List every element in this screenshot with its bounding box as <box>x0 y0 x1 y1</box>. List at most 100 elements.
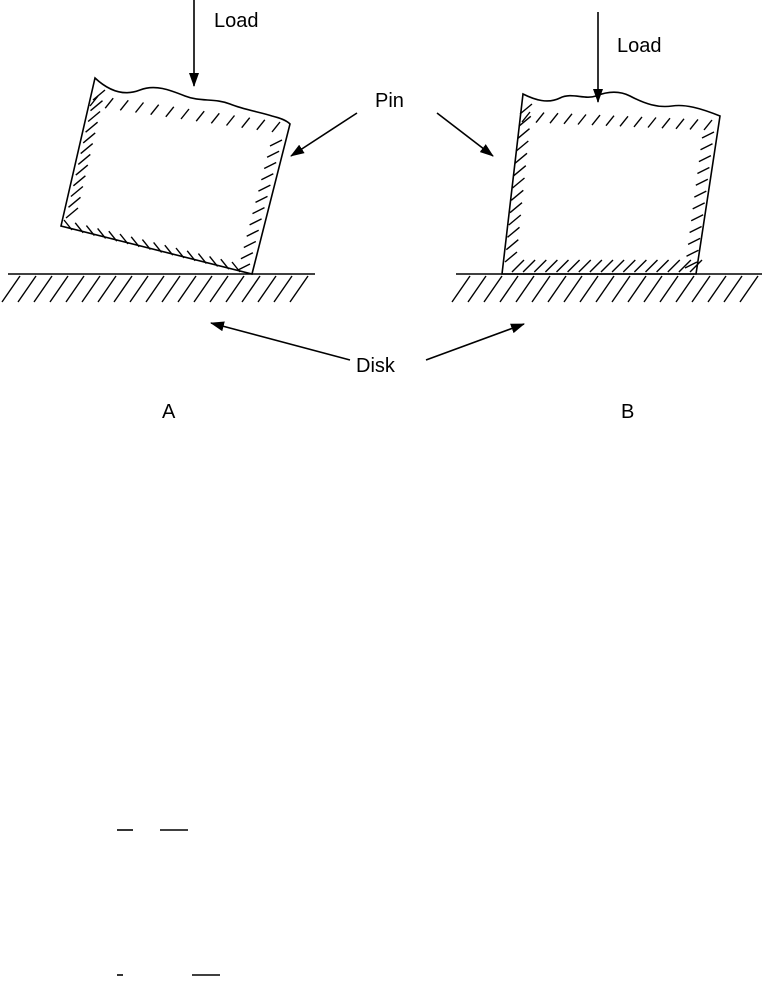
hatch-stroke <box>646 260 658 272</box>
hatch-stroke <box>69 197 81 207</box>
hatch-stroke <box>274 276 292 302</box>
panel-b: Load B <box>452 12 762 423</box>
hatch-stroke <box>151 105 159 115</box>
hatch-stroke <box>580 276 598 302</box>
hatch-stroke <box>76 165 88 175</box>
hatch-stroke <box>668 260 680 272</box>
hatch-stroke <box>500 276 518 302</box>
hatch-stroke <box>484 276 502 302</box>
hatch-stroke <box>290 276 308 302</box>
hatch-stroke <box>690 227 702 233</box>
hatch-stroke <box>253 208 265 214</box>
hatch-stroke <box>114 276 132 302</box>
hatch-stroke <box>256 196 268 202</box>
hatch-stroke <box>644 276 662 302</box>
pin-callout: Pin <box>291 90 493 156</box>
hatch-stroke <box>210 276 228 302</box>
hatch-stroke <box>557 260 569 272</box>
disk-b <box>452 274 762 302</box>
pin-label: Pin <box>375 90 404 112</box>
panel-label-b: B <box>621 401 634 423</box>
hatch-stroke <box>505 252 517 262</box>
hatch-stroke <box>272 122 280 132</box>
hatch-stroke <box>81 144 93 154</box>
hatch-stroke <box>71 187 83 197</box>
hatch-stroke <box>18 276 36 302</box>
hatch-stroke <box>601 260 613 272</box>
hatch-stroke <box>258 185 270 191</box>
disk-b-hatching <box>452 276 758 302</box>
disk-a <box>2 274 315 302</box>
hatch-stroke <box>702 132 714 138</box>
pin-a-hatching <box>64 90 282 272</box>
hatch-stroke <box>257 120 265 130</box>
hatch-stroke <box>696 179 708 185</box>
hatch-stroke <box>136 103 144 113</box>
hatch-stroke <box>676 276 694 302</box>
hatch-stroke <box>536 113 544 123</box>
hatch-stroke <box>514 166 526 176</box>
stray-marks <box>117 830 220 975</box>
disk-a-hatching <box>2 276 308 302</box>
hatch-stroke <box>687 250 699 256</box>
hatch-stroke <box>620 116 628 126</box>
hatch-stroke <box>634 260 646 272</box>
hatch-stroke <box>740 276 758 302</box>
hatch-stroke <box>120 100 128 110</box>
hatch-stroke <box>515 153 527 163</box>
hatch-stroke <box>692 276 710 302</box>
disk-callout: Disk <box>211 323 524 377</box>
hatch-stroke <box>452 276 470 302</box>
hatch-stroke <box>688 238 700 244</box>
hatch-stroke <box>270 140 282 146</box>
hatch-stroke <box>612 260 624 272</box>
hatch-stroke <box>98 276 116 302</box>
pin-b-hatching <box>505 104 714 272</box>
hatch-stroke <box>238 264 250 270</box>
hatch-stroke <box>606 116 614 126</box>
load-label-a: Load <box>214 10 259 32</box>
hatch-stroke <box>211 113 219 123</box>
hatch-stroke <box>468 276 486 302</box>
hatch-stroke <box>508 227 520 237</box>
hatch-stroke <box>267 151 279 157</box>
hatch-stroke <box>264 163 276 169</box>
hatch-stroke <box>512 260 524 272</box>
hatch-stroke <box>701 144 713 150</box>
hatch-stroke <box>66 208 78 218</box>
hatch-stroke <box>166 107 174 117</box>
hatch-stroke <box>579 260 591 272</box>
hatch-stroke <box>2 276 20 302</box>
pin-b <box>502 92 720 274</box>
hatch-stroke <box>511 190 523 200</box>
hatch-stroke <box>146 276 164 302</box>
disk-arrow-a <box>211 323 350 360</box>
hatch-stroke <box>694 191 706 197</box>
hatch-stroke <box>82 276 100 302</box>
hatch-stroke <box>676 119 684 129</box>
hatch-stroke <box>578 115 586 125</box>
hatch-stroke <box>83 133 95 143</box>
hatch-stroke <box>250 219 262 225</box>
hatch-stroke <box>73 176 85 186</box>
hatch-stroke <box>178 276 196 302</box>
hatch-stroke <box>181 109 189 119</box>
hatch-stroke <box>510 203 522 213</box>
hatch-stroke <box>34 276 52 302</box>
hatch-stroke <box>699 156 711 162</box>
hatch-stroke <box>105 98 113 108</box>
hatch-stroke <box>657 260 669 272</box>
hatch-stroke <box>545 260 557 272</box>
hatch-stroke <box>261 174 273 180</box>
hatch-stroke <box>88 112 100 122</box>
hatch-stroke <box>693 203 705 209</box>
hatch-stroke <box>691 215 703 221</box>
panel-a: Load A <box>2 0 315 423</box>
hatch-stroke <box>623 260 635 272</box>
hatch-stroke <box>590 260 602 272</box>
panel-label-a: A <box>162 401 176 423</box>
hatch-stroke <box>86 122 98 132</box>
hatch-stroke <box>534 260 546 272</box>
hatch-stroke <box>564 114 572 124</box>
